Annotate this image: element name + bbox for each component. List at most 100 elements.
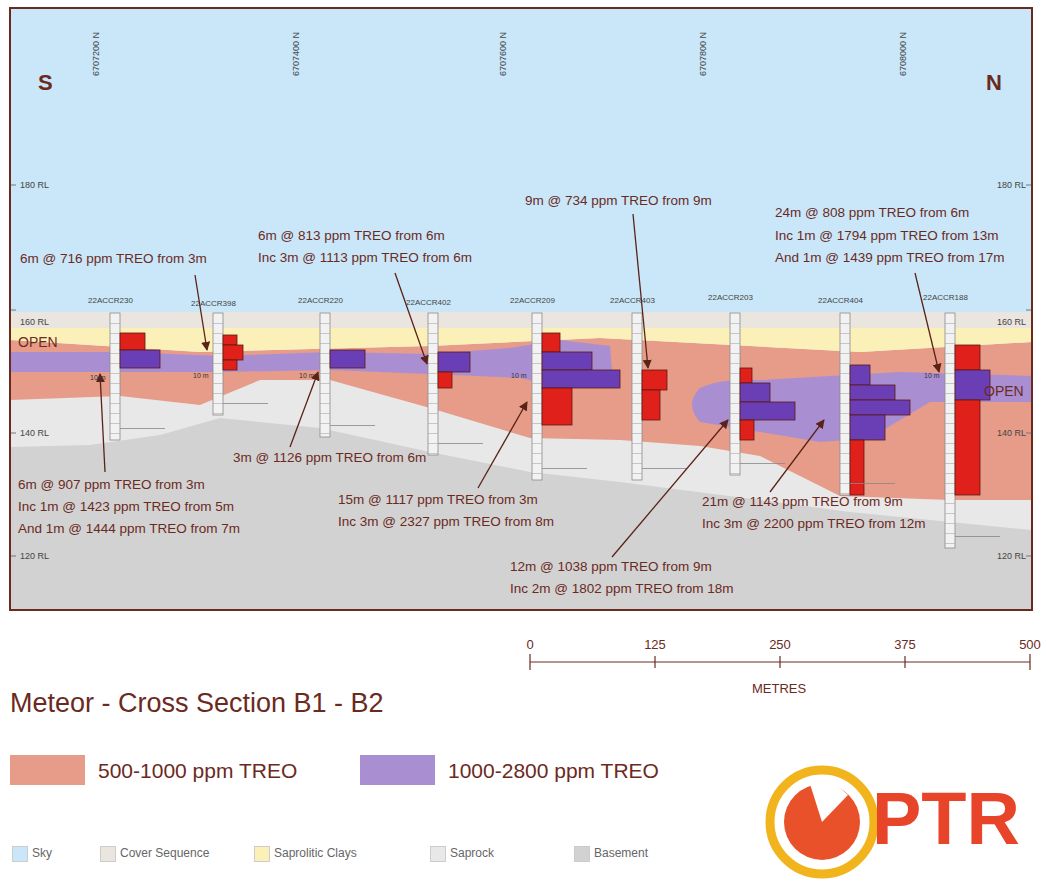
drill-hole-part [330, 350, 365, 368]
drill-hole-part [730, 323, 740, 325]
legend-text: Cover Sequence [120, 847, 209, 859]
drill-hole-part [945, 473, 955, 475]
drill-hole-part [428, 433, 438, 435]
drill-hole-part [438, 372, 452, 388]
drill-hole-part [223, 403, 268, 405]
drill-hole-part [428, 403, 438, 405]
drill-hole-part [110, 373, 120, 375]
drill-hole-part [213, 363, 223, 365]
legend-swatch [10, 755, 85, 785]
drill-hole-part [730, 473, 740, 475]
drill-hole-part [632, 453, 642, 455]
scale-bar [530, 654, 1030, 670]
section-label: 6m @ 907 ppm TREO from 3m [18, 478, 205, 492]
section-label: 6m @ 813 ppm TREO from 6m [258, 229, 445, 243]
drill-holes [110, 313, 1000, 548]
drill-hole-part [320, 343, 330, 345]
drill-hole-part [428, 323, 438, 325]
drill-hole-part [642, 468, 687, 470]
drill-hole-part [330, 425, 375, 427]
section-label: 120 RL [20, 552, 49, 561]
section-label: 125 [644, 638, 666, 651]
drill-hole-part [632, 413, 642, 415]
drill-hole-part [840, 453, 850, 455]
drill-hole-part [532, 373, 542, 375]
drill-hole-part [120, 333, 145, 350]
drill-hole-part [428, 383, 438, 385]
drill-hole-part [632, 313, 642, 480]
drill-hole-part [110, 393, 120, 395]
section-label: OPEN [984, 384, 1024, 398]
drill-hole-part [955, 400, 980, 495]
section-label: 10 m [511, 372, 527, 379]
section-label: Inc 2m @ 1802 ppm TREO from 18m [510, 582, 734, 596]
drill-hole-part [632, 463, 642, 465]
legend-text: 1000-2800 ppm TREO [448, 760, 659, 781]
section-label: 10 m [90, 374, 106, 381]
drill-hole-part [945, 503, 955, 505]
drill-hole-part [730, 393, 740, 395]
section-label: 22ACCR188 [923, 294, 968, 302]
drill-hole-part [945, 413, 955, 415]
drill-hole-part [110, 383, 120, 385]
drill-hole-part [632, 443, 642, 445]
drill-hole-part [532, 313, 542, 480]
section-label: And 1m @ 1444 ppm TREO from 7m [18, 522, 240, 536]
drill-hole-part [632, 473, 642, 475]
drill-hole-part [840, 363, 850, 365]
drill-hole-part [945, 363, 955, 365]
section-label: 180 RL [997, 181, 1026, 190]
drill-hole-part [945, 523, 955, 525]
section-label: 140 RL [20, 429, 49, 438]
drill-hole-part [642, 370, 667, 390]
drill-hole-part [438, 443, 483, 445]
drill-hole-part [945, 383, 955, 385]
drill-hole-part [945, 313, 955, 548]
section-label: 140 RL [997, 429, 1026, 438]
section-label: 10 m [299, 372, 315, 379]
legend-swatch [100, 846, 116, 862]
section-label: 15m @ 1117 ppm TREO from 3m [338, 493, 538, 507]
drill-hole-part [945, 423, 955, 425]
drill-hole-part [532, 463, 542, 465]
drill-hole-part [110, 343, 120, 345]
northing-label: 6707800 N [699, 32, 708, 76]
drill-hole-part [632, 333, 642, 335]
section-label: Inc 1m @ 1794 ppm TREO from 13m [775, 229, 999, 243]
drill-hole-part [532, 443, 542, 445]
drill-hole-part [740, 463, 785, 465]
section-label: 0 [526, 638, 533, 651]
drill-hole-part [223, 360, 237, 370]
drill-hole-part [730, 363, 740, 365]
drill-hole-part [840, 493, 850, 495]
section-label: 24m @ 808 ppm TREO from 6m [775, 206, 969, 220]
drill-hole-part [110, 323, 120, 325]
drill-hole-part [730, 463, 740, 465]
drill-hole-part [532, 403, 542, 405]
drill-hole-part [320, 313, 330, 437]
drill-hole-part [850, 400, 910, 415]
legend-swatch [574, 846, 590, 862]
saprock [10, 312, 1032, 530]
drill-hole-part [438, 352, 470, 372]
drill-hole-part [428, 373, 438, 375]
drill-hole-part [110, 313, 120, 440]
section-label: 10 m [924, 372, 940, 379]
drill-hole-part [840, 393, 850, 395]
drill-hole-part [532, 323, 542, 325]
drill-hole-part [532, 333, 542, 335]
drill-hole-part [730, 383, 740, 385]
section-label: PTR [872, 782, 1020, 856]
drill-hole-part [632, 383, 642, 385]
drill-hole-part [213, 413, 223, 415]
legend-text: Saprolitic Clays [274, 847, 357, 859]
northing-label: 6708000 N [899, 32, 908, 76]
drill-hole-part [850, 440, 864, 495]
section-label: 22ACCR209 [510, 297, 555, 305]
drill-hole-part [945, 453, 955, 455]
drill-hole-part [532, 353, 542, 355]
drill-hole-part [542, 370, 620, 388]
drill-hole-part [532, 473, 542, 475]
drill-hole-part [945, 483, 955, 485]
section-label: 22ACCR398 [191, 300, 236, 308]
